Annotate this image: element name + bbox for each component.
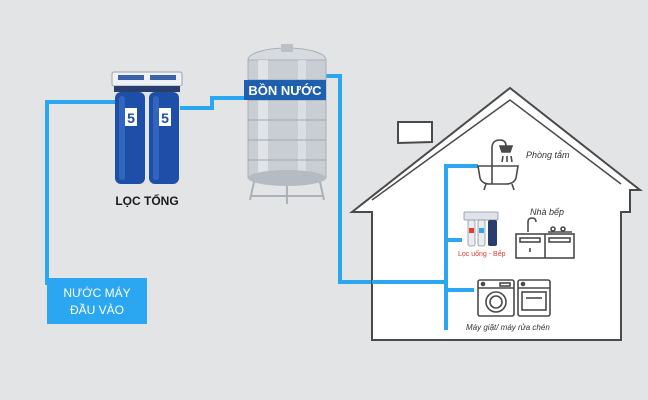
under-sink-filter-icon bbox=[463, 211, 499, 247]
house-pipes bbox=[372, 164, 478, 330]
inlet-box: NƯỚC MÁY ĐẦU VÀO bbox=[47, 278, 147, 324]
tank-label: BỒN NƯỚC bbox=[248, 83, 322, 98]
drinking-filter-label: Lọc uống - Bếp bbox=[458, 249, 506, 258]
washer-dishwasher-icon bbox=[477, 279, 551, 317]
kitchen-sink-stove-icon bbox=[515, 217, 575, 259]
laundry-label: Máy giặt/ máy rửa chén bbox=[466, 323, 550, 332]
inlet-label-line1: NƯỚC MÁY bbox=[63, 285, 130, 300]
main-filter-label: LỌC TỔNG bbox=[115, 193, 178, 208]
bathroom-label: Phòng tắm bbox=[526, 150, 570, 160]
stainless-water-tank-icon bbox=[244, 44, 327, 204]
pipe-inlet-to-filter bbox=[45, 100, 115, 285]
kitchen-label: Nhà bếp bbox=[530, 207, 564, 217]
twin-cartridge-filter-icon: 5 5 bbox=[111, 71, 183, 184]
pipe-filter-to-tank bbox=[180, 96, 248, 110]
house-inner-roof bbox=[371, 99, 622, 201]
pipe-riser-inner bbox=[444, 164, 478, 330]
bathtub-shower-icon bbox=[477, 139, 519, 191]
svg-text:5: 5 bbox=[161, 110, 169, 126]
svg-text:5: 5 bbox=[127, 110, 135, 126]
inlet-label-line2: ĐẦU VÀO bbox=[70, 302, 124, 317]
